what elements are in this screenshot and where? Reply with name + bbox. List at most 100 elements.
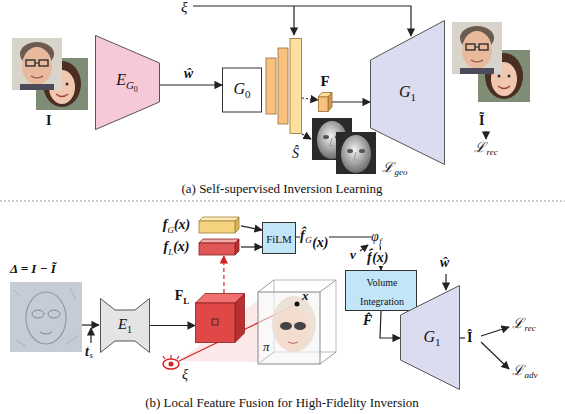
node-label: F xyxy=(320,73,329,89)
connector xyxy=(150,325,195,326)
residual-image xyxy=(10,282,82,352)
node-text-group: E1 xyxy=(118,315,132,336)
math-symbol: Ŝ xyxy=(292,146,299,162)
subscript: adv xyxy=(525,370,538,380)
node-text-group: Volume Integration xyxy=(349,272,415,309)
math-symbol: (x) xyxy=(312,235,328,251)
loss-symbol: ℒ xyxy=(512,316,524,332)
node-outline xyxy=(199,239,239,243)
node-label: (x) xyxy=(173,239,189,254)
math-symbol: f̂ xyxy=(300,228,305,244)
node-shape xyxy=(195,293,245,343)
math-symbol: Î xyxy=(467,330,472,346)
node-label: G xyxy=(423,328,435,345)
math-expression: Δ = I − Ĩ xyxy=(10,262,56,277)
node-outline xyxy=(235,217,239,233)
node-label: f xyxy=(163,239,168,254)
subscript: 1 xyxy=(435,336,441,348)
connector xyxy=(223,256,224,293)
subscript: G xyxy=(167,225,174,235)
loss-symbol: ℒ xyxy=(512,363,524,379)
subscript: G xyxy=(126,79,134,91)
node-text-group: fG(x) xyxy=(163,215,191,235)
subscript: G xyxy=(305,235,312,245)
subscript: rec xyxy=(525,323,536,333)
node-label: F xyxy=(175,288,184,303)
node-text-group: FiLM xyxy=(266,229,292,247)
depth-images xyxy=(312,118,376,174)
node-shape xyxy=(318,92,332,112)
subscript: geo xyxy=(395,167,408,177)
node-outline xyxy=(196,303,236,343)
caption: (a) Self-supervised Inversion Learning xyxy=(181,182,382,197)
node-outline xyxy=(235,294,245,343)
math-symbol: t xyxy=(85,344,89,360)
camera-pose-wire xyxy=(193,6,411,36)
connector xyxy=(241,246,262,247)
connector xyxy=(380,311,400,338)
shape-wire xyxy=(302,134,311,139)
edge-label: F̂ xyxy=(362,313,373,329)
node-outline xyxy=(199,221,235,233)
node-outline xyxy=(278,48,288,124)
latent-wire xyxy=(445,274,446,290)
node-label: FiLM xyxy=(266,233,292,245)
generator-box: G0 xyxy=(222,38,302,134)
node-outline xyxy=(96,36,160,130)
math-symbol: ξ xyxy=(181,0,187,16)
node-text-area: fL(x) xyxy=(155,238,198,256)
node-outline xyxy=(199,243,235,255)
node-text-group: G1 xyxy=(399,83,416,104)
node-label: G xyxy=(233,80,245,97)
node-text-area: E1 xyxy=(112,311,138,340)
node-outline xyxy=(266,58,276,114)
loss-symbol: ℒ xyxy=(382,160,394,176)
node-outline xyxy=(328,93,332,112)
node-label: Volume Integration xyxy=(360,277,404,306)
node-label: E xyxy=(118,316,127,332)
math-symbol: ŵ xyxy=(440,255,449,271)
feature-cube: FL xyxy=(195,293,245,343)
subscript: s xyxy=(89,350,93,360)
math-symbol: I xyxy=(46,113,51,129)
node-outline xyxy=(212,319,218,325)
node-text-area: G0 xyxy=(222,68,262,112)
subscript: 1 xyxy=(411,91,417,103)
subscript: f xyxy=(379,236,382,246)
connector xyxy=(302,98,318,100)
node-outline xyxy=(371,21,445,165)
connector xyxy=(332,101,370,102)
node-text-area: Volume Integration xyxy=(347,271,417,310)
node-outline xyxy=(401,286,460,390)
generator-trapezoid: G1 xyxy=(370,20,445,165)
math-symbol: f̂ xyxy=(367,250,372,266)
math-symbol: (x) xyxy=(372,250,388,266)
encoder-hourglass: E1 xyxy=(100,298,150,353)
math-symbol: Ĩ xyxy=(479,113,484,129)
node-outline xyxy=(290,39,302,134)
node-label: E xyxy=(116,71,126,88)
node-text-group: G0 xyxy=(233,80,250,101)
node-label: G xyxy=(399,83,411,100)
separator xyxy=(0,201,565,202)
node-text-area: fG(x) xyxy=(155,216,198,234)
caption: (b) Local Feature Fusion for High-Fideli… xyxy=(145,396,419,411)
math-symbol: x xyxy=(302,289,309,304)
local-feature-bar: fL(x) xyxy=(155,238,241,256)
math-symbol: φ xyxy=(371,229,379,245)
camera-eye xyxy=(163,355,179,369)
node-text-area: G1 xyxy=(380,75,435,111)
output-photos xyxy=(452,22,530,102)
node-label: (x) xyxy=(174,217,190,232)
output-wire xyxy=(460,337,465,338)
volume-cube xyxy=(258,280,336,364)
node-outline xyxy=(319,97,329,112)
subscript: 0 xyxy=(134,85,138,94)
edge-label: ŵ xyxy=(183,66,194,82)
subscript: L xyxy=(183,296,189,306)
node-text-group: F xyxy=(320,72,329,90)
math-symbol: v xyxy=(350,248,356,263)
encoder-trapezoid: EG0 xyxy=(95,35,160,130)
node-text-group: EG0 xyxy=(116,71,138,94)
